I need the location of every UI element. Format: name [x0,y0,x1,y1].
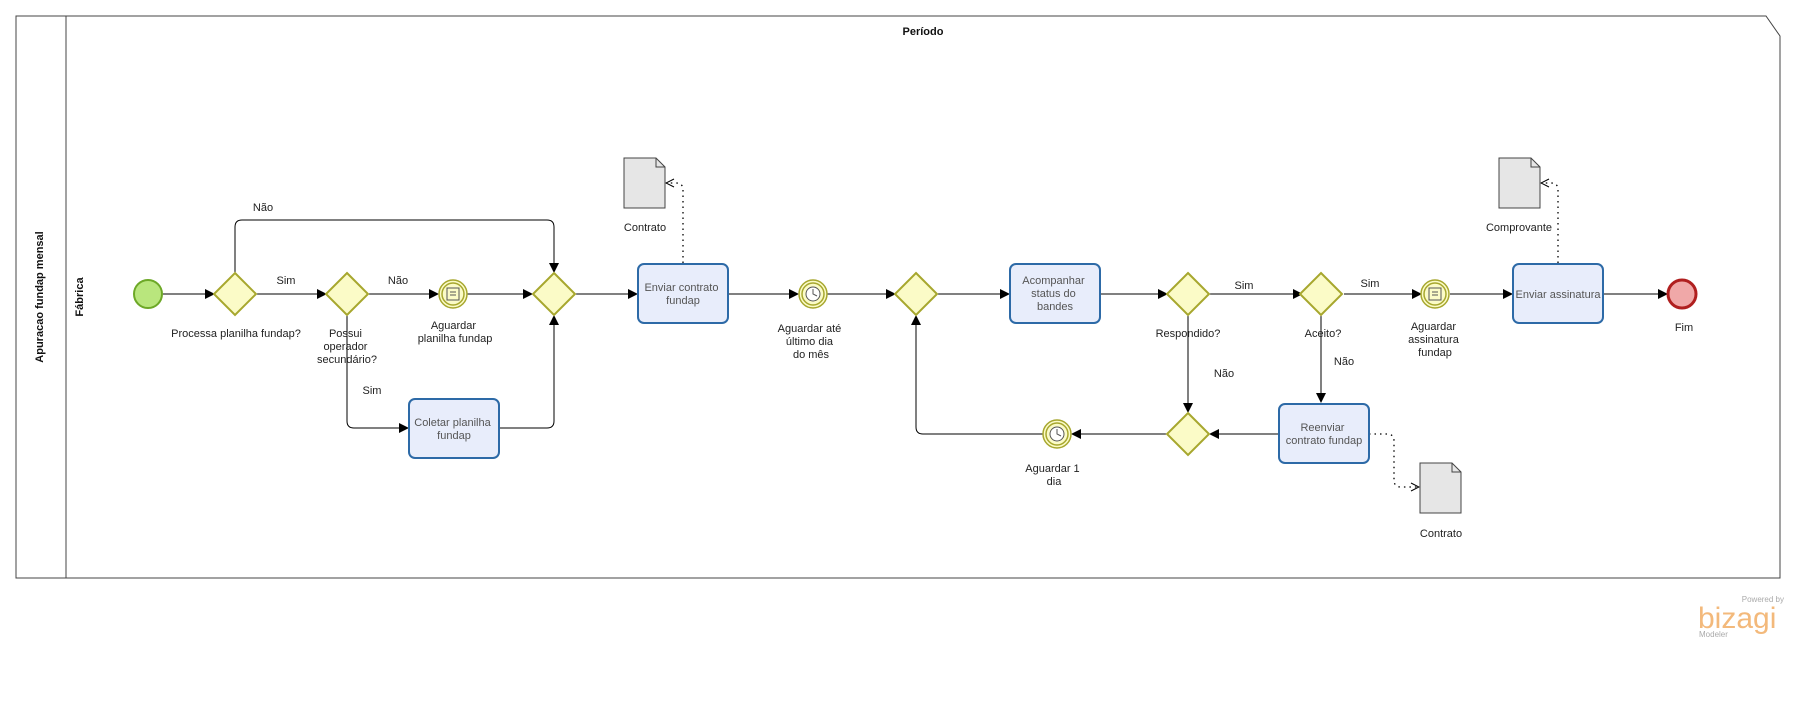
milestone-title: Período [903,26,944,38]
gateway-merge-1 [531,271,577,317]
task-coletar-planilha[interactable] [408,398,500,459]
data-objects [623,157,1541,514]
task-label-enviar-assinatura: Enviar assinatura [1516,289,1602,301]
gateway-label-aceito: Aceito? [1305,328,1342,340]
message-event-aguardar-assinatura [1420,279,1450,309]
task-reenviar-contrato[interactable] [1278,403,1370,464]
artifact-label-comprovante: Comprovante [1486,222,1552,234]
event-label-aguardar-ultimo: Aguardar até último dia do mês [778,323,845,361]
gateway-respondido [1165,271,1211,317]
gateway-merge-2 [893,271,939,317]
document-icon [1498,157,1541,209]
task-enviar-contrato[interactable] [637,263,729,324]
svg-text:bizagi: bizagi [1698,602,1776,635]
pool-title: Apuracao fundap mensal [34,231,46,362]
flow-label-sim: Sim [1235,280,1254,292]
gateway-possui [324,271,370,317]
timer-event-aguardar-1-dia [1042,419,1072,449]
document-icon [1419,462,1462,514]
bizagi-logo: Powered by bizagi Modeler [1698,595,1784,639]
document-icon [623,157,666,209]
message-event-aguardar-planilha [438,279,468,309]
timer-event-aguardar-ultimo [798,279,828,309]
task-enviar-assinatura[interactable] [1512,263,1604,324]
svg-text:Powered by: Powered by [1742,595,1784,604]
svg-text:Modeler: Modeler [1699,630,1728,639]
event-label-aguardar-planilha: Aguardar planilha fundap [418,320,493,345]
gateway-processa [212,271,258,317]
flow-label-sim: Sim [277,275,296,287]
flow-label-nao: Não [388,275,408,287]
flow-label-nao: Não [253,202,273,214]
artifact-label-contrato: Contrato [1420,528,1462,540]
gateways [212,271,1344,457]
start-event [133,279,163,309]
gateway-label-possui: Possui operador secundário? [317,328,377,366]
sequence-flows [163,219,1668,439]
task-label-coletar: Coletar planilha fundap [414,417,494,442]
tasks [408,263,1604,464]
flow-label-nao: Não [1214,368,1234,380]
flow-label-nao: Não [1334,356,1354,368]
end-event-label: Fim [1675,322,1693,334]
gateway-merge-3 [1165,411,1211,457]
task-label-enviar-contrato: Enviar contrato fundap [644,282,721,307]
task-label-acompanhar: Acompanhar status do bandes [1022,275,1087,313]
event-label-aguardar-1-dia: Aguardar 1 dia [1025,463,1083,488]
end-event [1666,278,1698,310]
task-label-reenviar: Reenviar contrato fundap [1286,422,1362,447]
gateway-label-processa: Processa planilha fundap? [171,328,301,340]
flow-label-sim: Sim [1361,278,1380,290]
event-label-aguardar-assinatura: Aguardar assinatura fundap [1408,321,1462,359]
task-acompanhar-status[interactable] [1009,263,1101,324]
gateway-label-respondido: Respondido? [1156,328,1221,340]
artifact-label-contrato: Contrato [624,222,666,234]
lane-title: Fábrica [74,277,86,317]
flow-label-sim: Sim [363,385,382,397]
gateway-aceito [1298,271,1344,317]
